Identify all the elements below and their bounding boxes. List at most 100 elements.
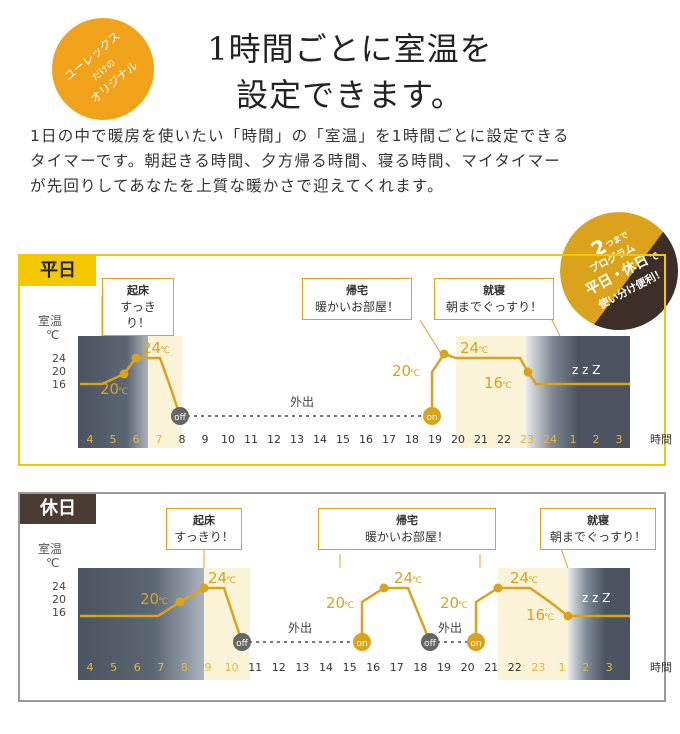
y-tick-16: 16 xyxy=(52,378,66,391)
wakeup-callout: 起床 すっきり！ xyxy=(102,278,174,336)
program-badge-dot: ・ xyxy=(608,265,628,286)
temp-label: 16 xyxy=(484,374,503,392)
temp-label: 20 xyxy=(100,380,119,398)
description-line-2: タイマーです。朝起きる時間、夕方帰る時間、寝る時間、マイタイマー xyxy=(30,152,561,170)
callout-title: 起床 xyxy=(193,514,215,527)
weekday-panel: 平日 室温 ℃ 24 20 16 24 ℃ xyxy=(18,254,672,466)
callout-title: 就寝 xyxy=(587,514,609,527)
program-badge-graphic: 2 つまで プログラム 平日 ・ 休日 で 使い分け便利！ xyxy=(560,212,678,330)
holiday-chart: 20 ℃ 24 ℃ 20 ℃ 24 ℃ 20 ℃ 24 ℃ 16 ℃ 外出 外出… xyxy=(78,545,672,680)
hour-tick-label: 23 xyxy=(520,433,534,446)
y-tick-16: 16 xyxy=(52,606,66,619)
y-tick-24: 24 xyxy=(52,580,66,593)
temp-point xyxy=(493,583,503,593)
weekday-morning-highlight xyxy=(148,336,182,448)
hour-tick-label: 14 xyxy=(319,661,333,674)
off-label: off xyxy=(174,413,187,423)
description-line-1: 1日の中で暖房を使いたい「時間」の「室温」を1時間ごとに設定できる xyxy=(30,127,570,145)
hour-tick-label: 3 xyxy=(606,661,613,674)
on-marker xyxy=(353,633,371,651)
y-axis-title: 室温 xyxy=(38,542,63,556)
hour-tick-label: 7 xyxy=(156,433,163,446)
hour-tick-label: 10 xyxy=(221,433,235,446)
hour-tick-label: 19 xyxy=(437,661,451,674)
hour-tick-label: 7 xyxy=(157,661,164,674)
hour-tick-label: 10 xyxy=(225,661,239,674)
y-tick-20: 20 xyxy=(52,365,66,378)
hour-tick-label: 18 xyxy=(413,661,427,674)
holiday-temp-line-morning xyxy=(80,586,244,643)
hour-tick-label: 16 xyxy=(359,433,373,446)
temp-unit: ℃ xyxy=(410,369,420,379)
temp-point xyxy=(131,353,141,363)
x-axis-unit: 時間 xyxy=(650,661,672,674)
callout-title: 帰宅 xyxy=(396,514,418,527)
hour-tick-label: 9 xyxy=(202,433,209,446)
weekday-tag: 平日 xyxy=(20,256,96,286)
sleep-zzz: z z Z xyxy=(582,591,610,605)
away-label: 外出 xyxy=(288,621,312,635)
off-label: off xyxy=(424,639,437,649)
hour-tick-label: 4 xyxy=(87,433,94,446)
x-axis-unit: 時間 xyxy=(650,433,672,446)
temp-label: 24 xyxy=(208,569,227,587)
holiday-morning-night xyxy=(78,568,204,680)
on-label: on xyxy=(426,413,437,423)
temp-unit: ℃ xyxy=(344,601,354,611)
sleep-callout: 就寝 朝までぐっすり！ xyxy=(540,508,656,550)
temp-unit: ℃ xyxy=(118,387,128,397)
callout-text: 暖かいお部屋！ xyxy=(364,530,449,544)
hour-tick-label: 12 xyxy=(272,661,286,674)
program-badge: 2 つまで プログラム 平日 ・ 休日 で 使い分け便利！ xyxy=(560,212,678,330)
hour-tick-label: 13 xyxy=(295,661,309,674)
hour-tick-label: 1 xyxy=(559,661,566,674)
on-marker xyxy=(423,407,441,425)
weekday-night-bg xyxy=(526,336,630,448)
hour-tick-label: 16 xyxy=(366,661,380,674)
temp-unit: ℃ xyxy=(528,576,538,586)
hour-tick-label: 12 xyxy=(267,433,281,446)
holiday-night-bg xyxy=(568,568,630,680)
title-line-1: 1時間ごとに室温を xyxy=(207,30,493,68)
description-line-3: が先回りしてあなたを上質な暖かさで迎えてくれます。 xyxy=(30,177,444,195)
on-label: on xyxy=(356,639,367,649)
temp-unit: ℃ xyxy=(158,597,168,607)
hour-tick-label: 11 xyxy=(244,433,258,446)
hour-tick-label: 22 xyxy=(508,661,522,674)
temp-label: 16 xyxy=(526,606,545,624)
temp-point xyxy=(119,369,129,379)
title-line-2: 設定できます。 xyxy=(236,76,464,114)
hour-tick-label: 21 xyxy=(484,661,498,674)
program-badge-dark xyxy=(590,212,678,330)
callout-text: 朝までぐっすり！ xyxy=(445,300,543,314)
holiday-temp-line-afternoon xyxy=(360,586,432,643)
hour-tick-label: 6 xyxy=(134,661,141,674)
hour-tick-label: 11 xyxy=(248,661,262,674)
y-axis-unit: ℃ xyxy=(46,328,60,342)
away-label: 外出 xyxy=(438,621,462,635)
return-callout: 帰宅 暖かいお部屋！ xyxy=(302,278,412,320)
badge-text-graphic: ユーレックス だけの オリジナル xyxy=(61,29,140,106)
hour-tick-label: 3 xyxy=(616,433,623,446)
hour-tick-label: 13 xyxy=(290,433,304,446)
hour-tick-label: 17 xyxy=(390,661,404,674)
on-label: on xyxy=(470,639,481,649)
temp-unit: ℃ xyxy=(458,601,468,611)
holiday-panel: 休日 室温 ℃ 24 20 16 20 ℃ xyxy=(18,492,672,702)
hour-tick-label: 9 xyxy=(205,661,212,674)
hour-tick-label: 23 xyxy=(531,661,545,674)
holiday-morning-highlight xyxy=(204,568,250,680)
y-tick-20: 20 xyxy=(52,593,66,606)
hour-tick-label: 2 xyxy=(593,433,600,446)
hour-tick-label: 6 xyxy=(133,433,140,446)
original-badge: ユーレックス だけの オリジナル xyxy=(52,18,154,120)
y-axis-unit: ℃ xyxy=(46,556,60,570)
temp-point xyxy=(199,583,209,593)
temp-unit: ℃ xyxy=(226,576,236,586)
hour-tick-label: 5 xyxy=(110,661,117,674)
temp-unit: ℃ xyxy=(160,346,170,356)
weekday-chart: 24 ℃ 20 ℃ 20 ℃ 24 ℃ 16 ℃ 外出 z z Z off on… xyxy=(78,296,672,448)
off-marker xyxy=(421,633,439,651)
weekday-evening-highlight xyxy=(456,336,526,448)
